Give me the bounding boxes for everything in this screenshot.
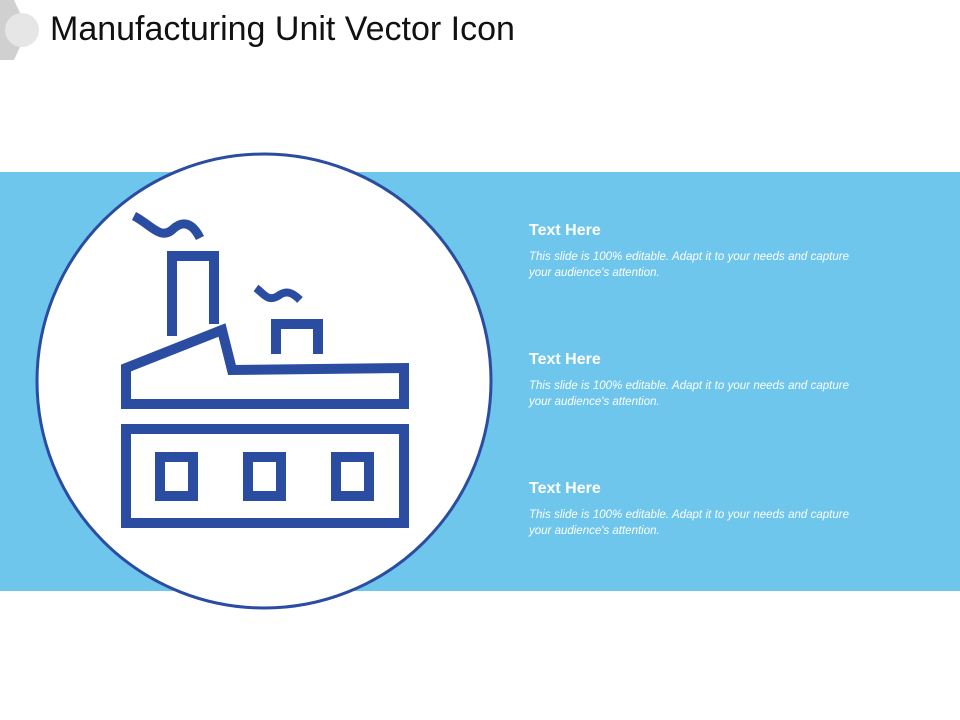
point-body: This slide is 100% editable. Adapt it to… bbox=[529, 251, 849, 279]
point-body: This slide is 100% editable. Adapt it to… bbox=[529, 509, 849, 537]
point-heading: Text Here bbox=[529, 351, 601, 368]
point-body: This slide is 100% editable. Adapt it to… bbox=[529, 380, 849, 408]
text-point: Text Here This slide is 100% editable. A… bbox=[529, 222, 849, 281]
point-heading: Text Here bbox=[529, 222, 601, 239]
text-point: Text Here This slide is 100% editable. A… bbox=[529, 351, 849, 410]
text-point: Text Here This slide is 100% editable. A… bbox=[529, 480, 849, 539]
corner-decoration bbox=[0, 0, 39, 60]
slide-title: Manufacturing Unit Vector Icon bbox=[50, 10, 515, 48]
point-heading: Text Here bbox=[529, 480, 601, 497]
